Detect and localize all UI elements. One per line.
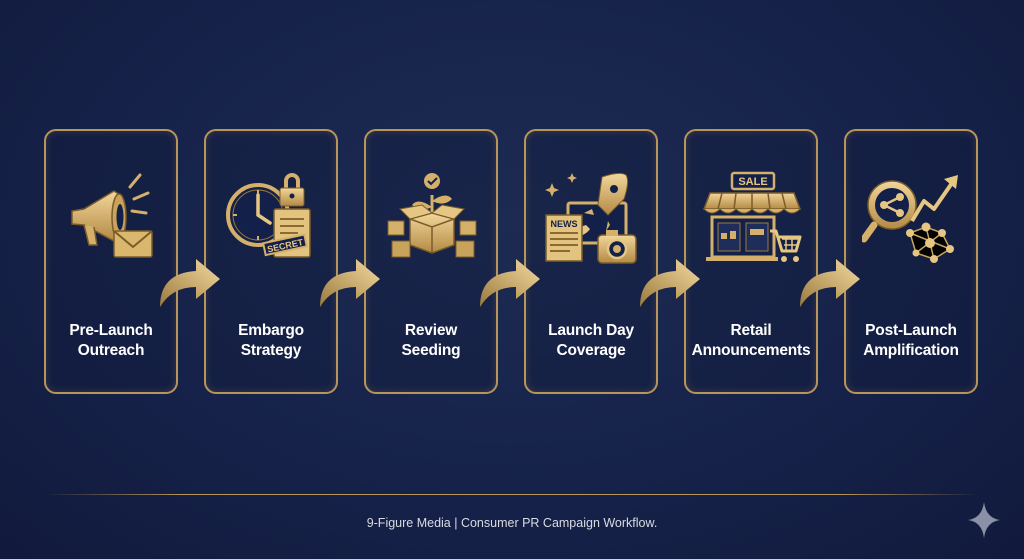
megaphone-envelope-icon xyxy=(71,173,153,258)
step-label: Embargo Strategy xyxy=(238,322,304,359)
step-card-review-seeding: Review Seeding xyxy=(364,129,498,394)
step-card-pre-launch-outreach: Pre-Launch Outreach xyxy=(44,129,178,394)
step-card-launch-day-coverage: NEWS Launch Day Coverage xyxy=(524,129,658,394)
curved-arrow-icon xyxy=(480,259,540,307)
curved-arrow-icon xyxy=(160,259,220,307)
step-card-retail-announcements: SALE Retail Announcements xyxy=(684,129,818,394)
share-growth-network-icon xyxy=(862,175,958,263)
step-label: Review Seeding xyxy=(401,322,461,359)
curved-arrow-icon xyxy=(320,259,380,307)
step-card-post-launch-amplification: Post-Launch Amplification xyxy=(844,129,978,394)
footer-caption: 9-Figure Media | Consumer PR Campaign Wo… xyxy=(366,516,658,530)
step-label: Launch Day Coverage xyxy=(548,322,634,359)
step-card-embargo-strategy: SECRET Embargo Strategy xyxy=(204,129,338,394)
sparkle-icon xyxy=(968,502,1000,538)
sale-sign-text: SALE xyxy=(738,176,767,188)
curved-arrow-icon xyxy=(800,259,860,307)
step-label: Retail Announcements xyxy=(691,322,811,359)
step-label: Pre-Launch Outreach xyxy=(69,322,153,359)
news-paper-text: NEWS xyxy=(551,219,578,229)
storefront-sale-icon: SALE xyxy=(702,171,802,262)
clock-lock-secret-icon: SECRET xyxy=(226,173,311,258)
footer-divider xyxy=(44,494,980,495)
step-label: Post-Launch Amplification xyxy=(863,322,959,359)
curved-arrow-icon xyxy=(640,259,700,307)
rocket-news-camera-icon: NEWS xyxy=(545,172,637,264)
boxes-sprout-icon xyxy=(387,173,477,258)
